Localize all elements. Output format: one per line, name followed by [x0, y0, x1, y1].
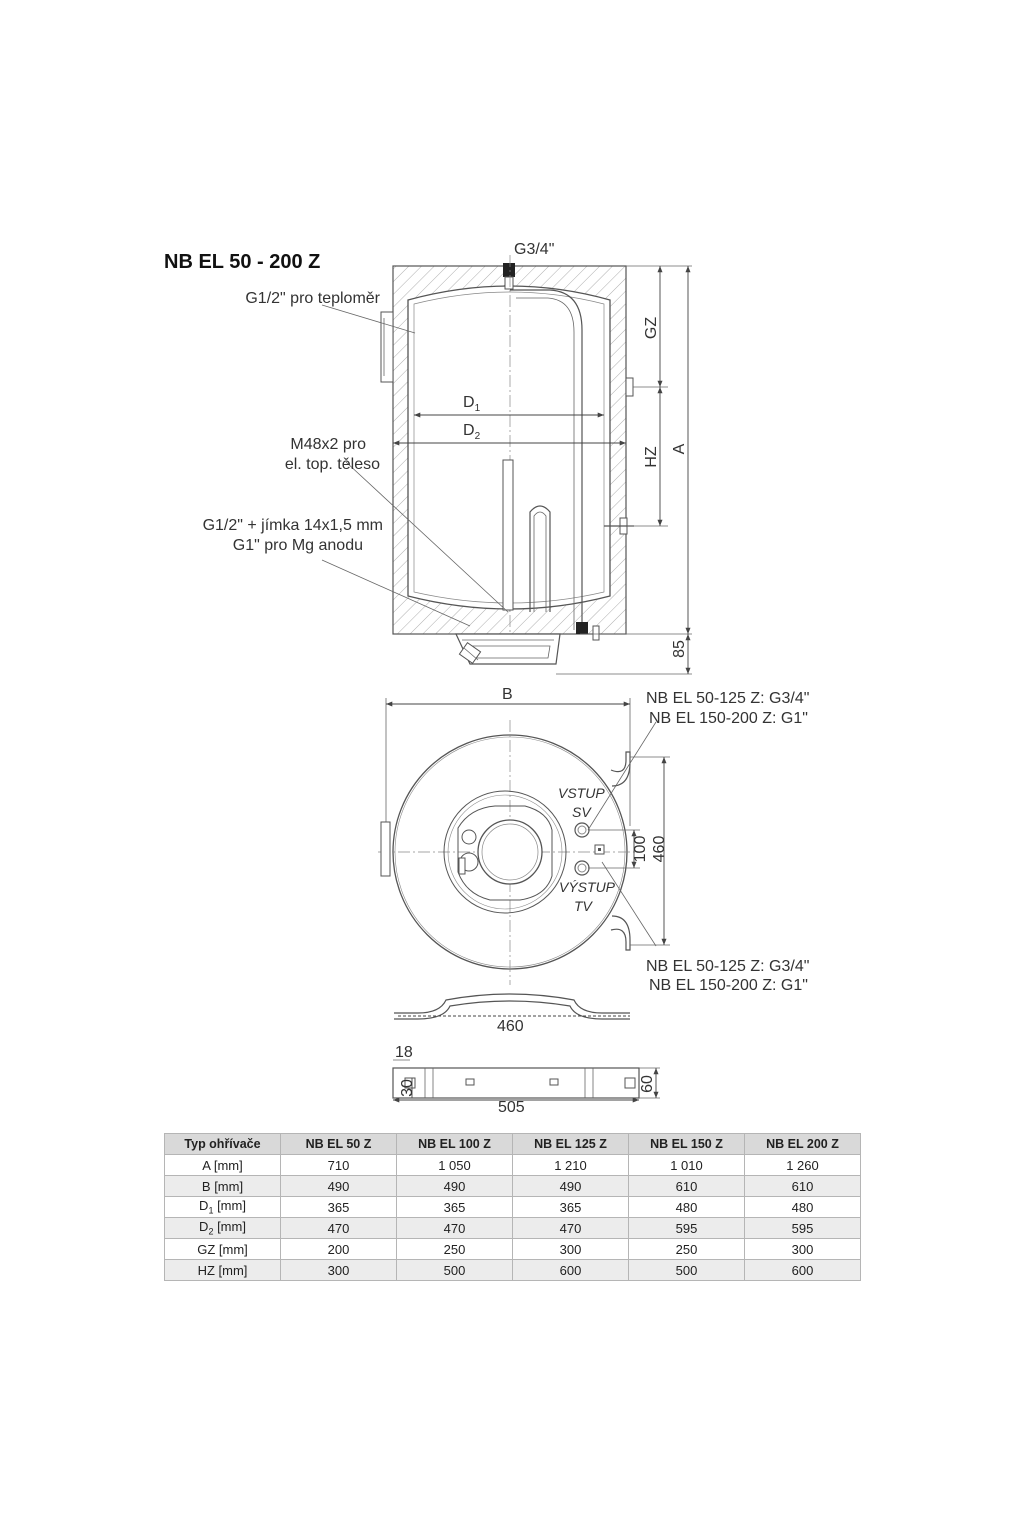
- table-cell: 1 260: [744, 1154, 861, 1176]
- dim-85-label: 85: [671, 640, 688, 658]
- gz-label: GZ: [643, 317, 660, 339]
- table-cell: 470: [396, 1217, 513, 1239]
- table-header-cell: NB EL 100 Z: [396, 1133, 513, 1155]
- heater-label-line2: el. top. těleso: [285, 456, 380, 473]
- table-cell: 500: [396, 1259, 513, 1281]
- table-header-cell: NB EL 150 Z: [628, 1133, 745, 1155]
- bracket-460-label: 460: [497, 1018, 524, 1035]
- thermometer-label: G1/2" pro teploměr: [245, 290, 380, 307]
- table-cell: 470: [512, 1217, 629, 1239]
- table-cell: 595: [744, 1217, 861, 1239]
- table-row-label: A [mm]: [164, 1154, 281, 1176]
- anode-label-line1: G1/2" + jímka 14x1,5 mm: [203, 517, 383, 534]
- table-cell: 365: [396, 1196, 513, 1218]
- anode-label-line2: G1" pro Mg anodu: [233, 537, 363, 554]
- vystup-label-line2: TV: [574, 898, 594, 914]
- table-cell: 480: [628, 1196, 745, 1218]
- heater-label-line1: M48x2 pro: [290, 436, 366, 453]
- conn-top-note-line1: NB EL 50-125 Z: G3/4": [646, 690, 809, 707]
- vstup-label-line1: VSTUP: [558, 785, 605, 801]
- b-label: B: [502, 686, 513, 703]
- table-cell: 250: [396, 1238, 513, 1260]
- conn-top-note-line2: NB EL 150-200 Z: G1": [649, 710, 808, 727]
- mounting-bracket-curved: [394, 993, 630, 1020]
- top-view: [378, 698, 670, 985]
- side-view: [321, 255, 692, 675]
- table-cell: 300: [280, 1259, 397, 1281]
- table-row-label: D2 [mm]: [164, 1217, 281, 1239]
- dim-505-label: 505: [498, 1099, 525, 1116]
- table-cell: 300: [512, 1238, 629, 1260]
- table-cell: 490: [512, 1175, 629, 1197]
- dim-18-label: 18: [395, 1044, 413, 1061]
- table-cell: 480: [744, 1196, 861, 1218]
- table-cell: 250: [628, 1238, 745, 1260]
- table-cell: 610: [744, 1175, 861, 1197]
- table-row: A [mm] 710 1 050 1 210 1 010 1 260: [164, 1154, 861, 1176]
- spec-table: Typ ohřívače NB EL 50 Z NB EL 100 Z NB E…: [164, 1133, 861, 1281]
- vystup-label-line1: VÝSTUP: [559, 879, 616, 895]
- dim-460-vertical-label: 460: [651, 836, 668, 863]
- table-header-cell: NB EL 200 Z: [744, 1133, 861, 1155]
- table-row-label: HZ [mm]: [164, 1259, 281, 1281]
- table-cell: 610: [628, 1175, 745, 1197]
- dim-60-label: 60: [639, 1075, 656, 1093]
- table-cell: 600: [744, 1259, 861, 1281]
- d2-label: D2: [463, 422, 481, 442]
- table-cell: 1 210: [512, 1154, 629, 1176]
- drawing-title: NB EL 50 - 200 Z: [164, 251, 320, 273]
- d1-label: D1: [463, 394, 481, 414]
- table-row-label: D1 [mm]: [164, 1196, 281, 1218]
- table-cell: 1 050: [396, 1154, 513, 1176]
- dim-30-label: 30: [399, 1079, 416, 1097]
- table-cell: 500: [628, 1259, 745, 1281]
- table-cell: 490: [396, 1175, 513, 1197]
- table-cell: 595: [628, 1217, 745, 1239]
- table-row: D2 [mm] 470 470 470 595 595: [164, 1217, 861, 1239]
- table-cell: 365: [512, 1196, 629, 1218]
- table-cell: 600: [512, 1259, 629, 1281]
- table-cell: 365: [280, 1196, 397, 1218]
- table-header-cell: Typ ohřívače: [164, 1133, 281, 1155]
- conn-bottom-note-line1: NB EL 50-125 Z: G3/4": [646, 958, 809, 975]
- table-cell: 200: [280, 1238, 397, 1260]
- a-label: A: [671, 443, 688, 454]
- conn-bottom-note-line2: NB EL 150-200 Z: G1": [649, 977, 808, 994]
- mounting-bracket-flat: [392, 1059, 660, 1103]
- table-cell: 470: [280, 1217, 397, 1239]
- table-row: D1 [mm] 365 365 365 480 480: [164, 1196, 861, 1218]
- table-row: GZ [mm] 200 250 300 250 300: [164, 1238, 861, 1260]
- table-row-label: GZ [mm]: [164, 1238, 281, 1260]
- table-row-label: B [mm]: [164, 1175, 281, 1197]
- table-row: B [mm] 490 490 490 610 610: [164, 1175, 861, 1197]
- table-cell: 300: [744, 1238, 861, 1260]
- table-header-row: Typ ohřívače NB EL 50 Z NB EL 100 Z NB E…: [164, 1133, 861, 1155]
- table-cell: 1 010: [628, 1154, 745, 1176]
- dim-100-label: 100: [632, 836, 649, 863]
- hz-label: HZ: [643, 446, 660, 468]
- vstup-label-line2: SV: [572, 804, 592, 820]
- table-header-cell: NB EL 50 Z: [280, 1133, 397, 1155]
- table-row: HZ [mm] 300 500 600 500 600: [164, 1259, 861, 1281]
- table-cell: 490: [280, 1175, 397, 1197]
- table-cell: 710: [280, 1154, 397, 1176]
- top-connection-label: G3/4": [514, 241, 554, 258]
- table-header-cell: NB EL 125 Z: [512, 1133, 629, 1155]
